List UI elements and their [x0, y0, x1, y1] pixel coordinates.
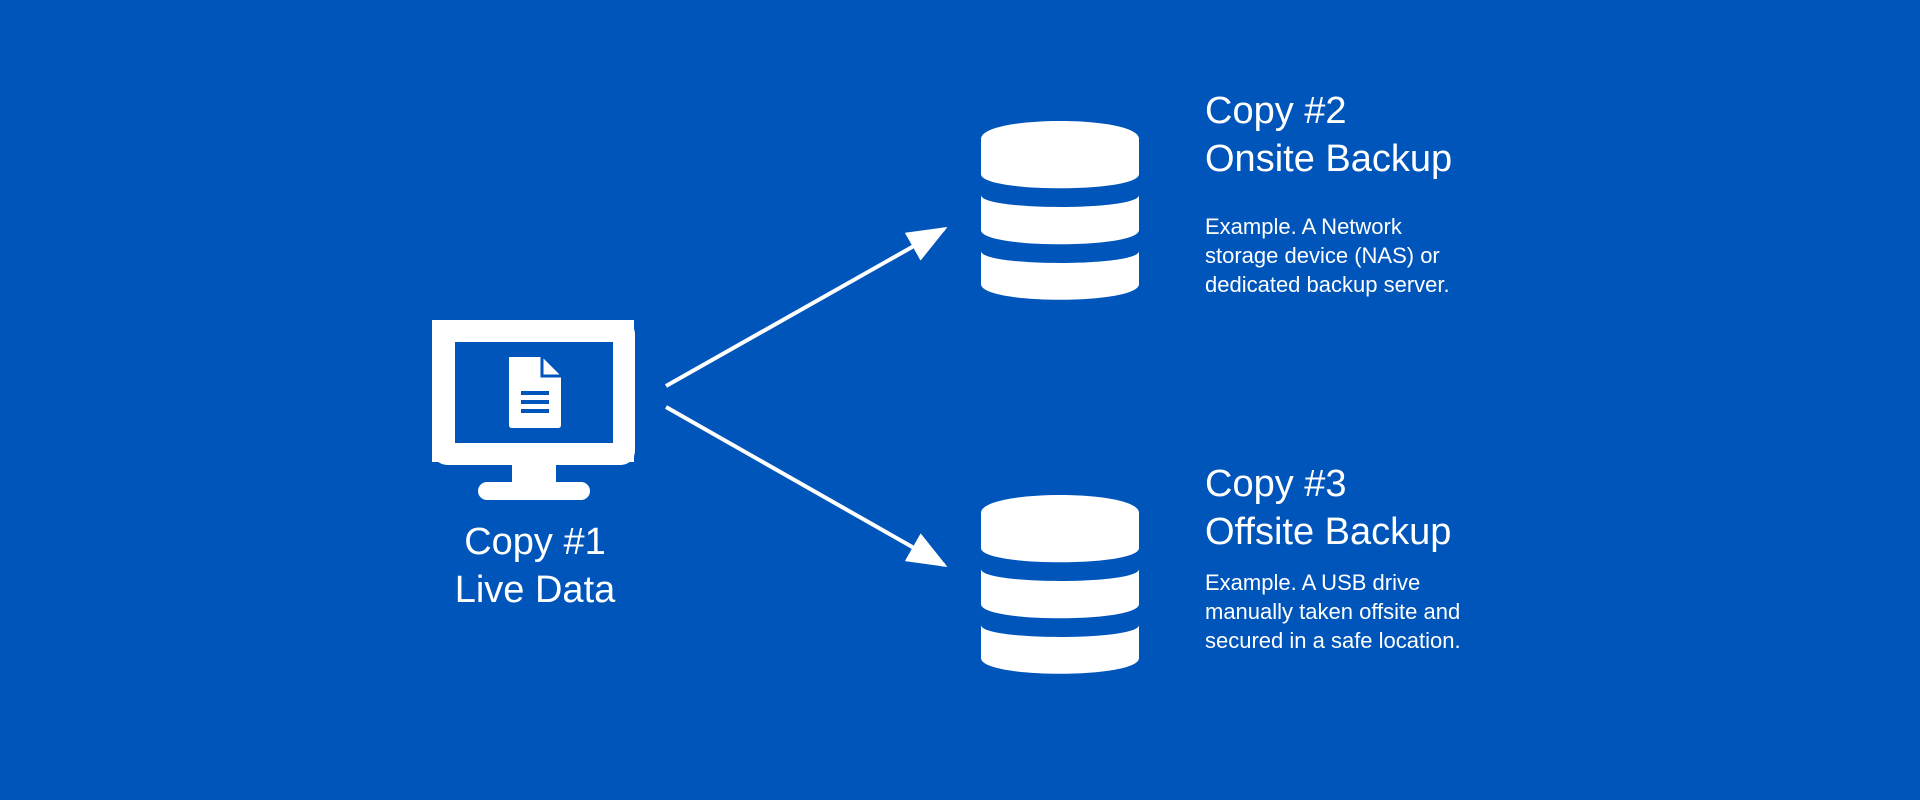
- monitor-base: [478, 482, 590, 500]
- connector-arrow-onsite: [665, 227, 948, 388]
- database-middle-disk: [981, 569, 1139, 619]
- connector-arrow-offsite: [665, 405, 948, 567]
- document-fold-icon: [540, 357, 561, 378]
- offsite-backup-heading: Copy #3 Offsite Backup: [1205, 460, 1451, 556]
- offsite-title: Offsite Backup: [1205, 511, 1452, 553]
- live-data-title: Live Data: [454, 569, 616, 611]
- offsite-description-line: secured in a safe location.: [1205, 628, 1461, 653]
- database-middle-disk: [981, 195, 1139, 245]
- onsite-description-line: storage device (NAS) or: [1205, 243, 1440, 268]
- database-top-disk: [981, 495, 1139, 563]
- arrow-to-onsite: [665, 227, 948, 388]
- offsite-backup-description: Example. A USB drive manually taken offs…: [1205, 568, 1461, 655]
- onsite-description-line: Example. A Network: [1205, 214, 1402, 239]
- arrow-to-offsite: [665, 405, 948, 567]
- database-top-disk: [981, 121, 1139, 189]
- offsite-copy-number: Copy #3: [1205, 463, 1347, 505]
- onsite-title: Onsite Backup: [1205, 138, 1453, 180]
- onsite-backup-heading: Copy #2 Onsite Backup: [1205, 87, 1452, 183]
- database-icon: [981, 121, 1139, 300]
- document-line: [521, 400, 549, 404]
- onsite-copy-number: Copy #2: [1205, 90, 1347, 132]
- document-line: [521, 409, 549, 413]
- live-data-copy-number: Copy #1: [464, 521, 606, 563]
- live-data-label: Copy #1 Live Data: [435, 518, 635, 614]
- database-bottom-disk: [981, 625, 1139, 674]
- offsite-description-line: manually taken offsite and: [1205, 599, 1461, 624]
- onsite-description-line: dedicated backup server.: [1205, 272, 1450, 297]
- monitor-stand: [512, 464, 556, 484]
- document-line: [521, 391, 549, 395]
- onsite-backup-description: Example. A Network storage device (NAS) …: [1205, 212, 1450, 299]
- database-icon: [981, 495, 1139, 674]
- monitor-document-icon: [432, 320, 635, 500]
- database-bottom-disk: [981, 251, 1139, 300]
- offsite-description-line: Example. A USB drive: [1205, 570, 1421, 595]
